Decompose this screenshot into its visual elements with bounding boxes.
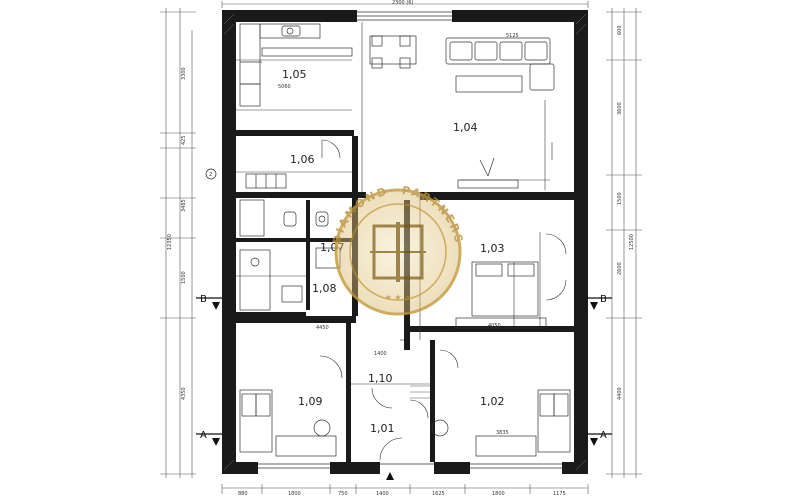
svg-text:A: A bbox=[600, 430, 607, 441]
right-dim-3: 1500 bbox=[617, 192, 623, 205]
tv-unit bbox=[457, 157, 519, 189]
thin-lines bbox=[236, 22, 550, 385]
bottom-dim-7: 1175 bbox=[553, 491, 566, 497]
bottom-dim-1: 880 bbox=[238, 491, 248, 497]
windows bbox=[258, 11, 562, 469]
room-label-1-01: 1,01 bbox=[370, 422, 395, 435]
right-dim-2: 3600 bbox=[617, 102, 623, 115]
coffee-table bbox=[455, 75, 523, 93]
wall-hatch bbox=[223, 13, 587, 471]
left-dimension-lines bbox=[160, 8, 196, 478]
left-dim-4: 1500 bbox=[181, 271, 187, 284]
section-b-left: B bbox=[196, 294, 222, 310]
sofa bbox=[445, 37, 555, 91]
room-label-1-02: 1,02 bbox=[480, 395, 505, 408]
bottom-dim-4: 1400 bbox=[376, 491, 389, 497]
room-label-1-03: 1,03 bbox=[480, 242, 505, 255]
left-dim-2: 425 bbox=[181, 135, 187, 145]
left-dim-1: 3300 bbox=[181, 67, 187, 80]
svg-text:B: B bbox=[600, 294, 607, 305]
left-dim-5: 4350 bbox=[181, 387, 187, 400]
left-dim-total: 12350 bbox=[167, 234, 173, 250]
bed-1-02 bbox=[431, 389, 571, 457]
room-label-1-09: 1,09 bbox=[298, 395, 323, 408]
right-dimension-lines bbox=[606, 8, 642, 478]
svg-text:B: B bbox=[200, 294, 207, 305]
dim-1-03-width: 4050 bbox=[488, 323, 501, 329]
dining-set bbox=[369, 35, 417, 69]
right-dim-4: 2600 bbox=[617, 262, 623, 275]
dim-1-02-width: 3835 bbox=[496, 430, 509, 436]
dim-1-09-width: 4450 bbox=[316, 325, 329, 331]
bottom-dimension-line bbox=[221, 484, 589, 494]
dim-1-05-width: 5060 bbox=[278, 84, 291, 90]
section-a-right: A bbox=[588, 430, 612, 446]
bed-1-09 bbox=[239, 389, 337, 457]
room-label-1-08: 1,08 bbox=[312, 282, 337, 295]
room-label-1-04: 1,04 bbox=[453, 121, 478, 134]
bottom-dim-3: 750 bbox=[338, 491, 348, 497]
exterior-walls bbox=[222, 10, 588, 474]
diamond-partners-watermark-logo: DIAMOND PARTNERS ★ ★ ★ bbox=[330, 184, 464, 316]
bottom-dim-2: 1800 bbox=[288, 491, 301, 497]
top-dim-total: 2300 (6) bbox=[392, 0, 413, 6]
room-label-1-06: 1,06 bbox=[290, 153, 315, 166]
grid-marker: 2 bbox=[205, 168, 217, 180]
bottom-dim-5: 1625 bbox=[432, 491, 445, 497]
svg-text:★ ★ ★: ★ ★ ★ bbox=[385, 293, 412, 302]
step-lines bbox=[410, 385, 430, 399]
section-a-left: A bbox=[196, 430, 222, 446]
svg-text:2: 2 bbox=[209, 172, 212, 178]
svg-text:A: A bbox=[200, 430, 207, 441]
entrance-arrow-icon bbox=[386, 472, 394, 480]
dim-1-10-width: 1400 bbox=[374, 351, 387, 357]
room-label-1-05: 1,05 bbox=[282, 68, 307, 81]
room-label-1-10: 1,10 bbox=[368, 372, 393, 385]
section-b-right: B bbox=[588, 294, 612, 310]
right-dim-1: 600 bbox=[617, 25, 623, 35]
bed-1-03 bbox=[455, 261, 547, 329]
top-dimension-line bbox=[221, 1, 589, 8]
right-dim-5: 4400 bbox=[617, 387, 623, 400]
bathroom-fixtures bbox=[239, 173, 341, 311]
bottom-dim-6: 1800 bbox=[492, 491, 505, 497]
kitchen-counter bbox=[239, 23, 353, 107]
right-dim-total: 12500 bbox=[629, 234, 635, 250]
left-dim-3: 3485 bbox=[181, 199, 187, 212]
dim-1-04-width: 5125 bbox=[506, 33, 519, 39]
door-swings bbox=[319, 139, 567, 461]
